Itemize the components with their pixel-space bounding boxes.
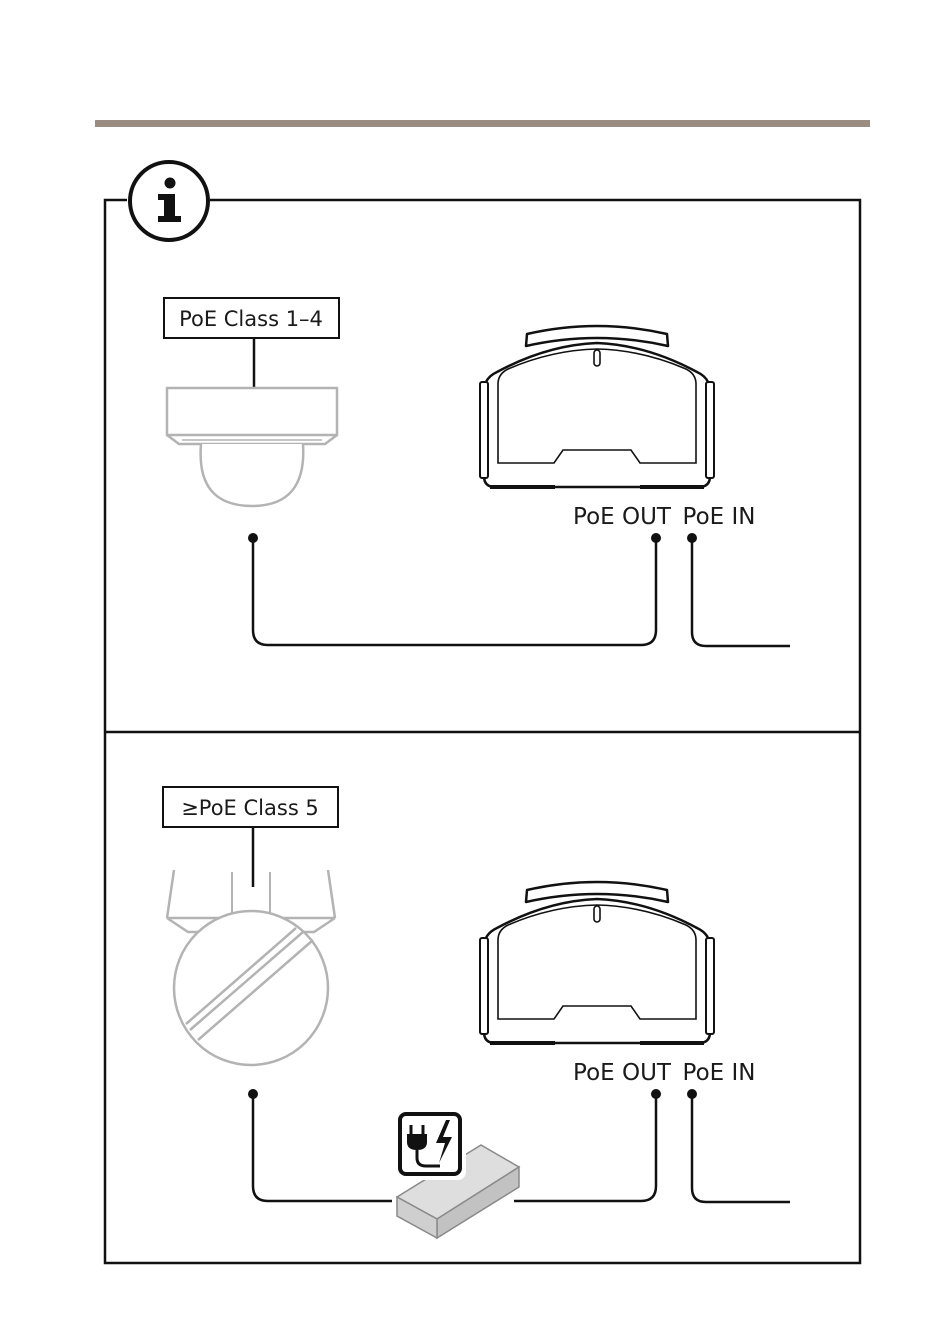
midspan-bottom <box>480 882 714 1043</box>
port-out-top-label: PoE OUT <box>573 504 672 530</box>
dome-camera <box>167 388 337 506</box>
device-tag-bottom: ≥PoE Class 5 <box>163 787 338 827</box>
device-tag-top-text: PoE Class 1–4 <box>179 307 323 331</box>
device-tag-bottom-text: ≥PoE Class 5 <box>181 796 319 820</box>
info-icon <box>130 162 208 240</box>
ptz-camera <box>167 870 335 1065</box>
midspan-top <box>480 326 714 487</box>
port-in-top-label: PoE IN <box>683 504 756 530</box>
device-tag-top: PoE Class 1–4 <box>164 298 339 338</box>
port-out-bottom-label: PoE OUT <box>573 1060 672 1086</box>
cable-top <box>248 533 790 646</box>
power-plug-icon <box>394 1108 466 1180</box>
port-in-bottom-label: PoE IN <box>683 1060 756 1086</box>
